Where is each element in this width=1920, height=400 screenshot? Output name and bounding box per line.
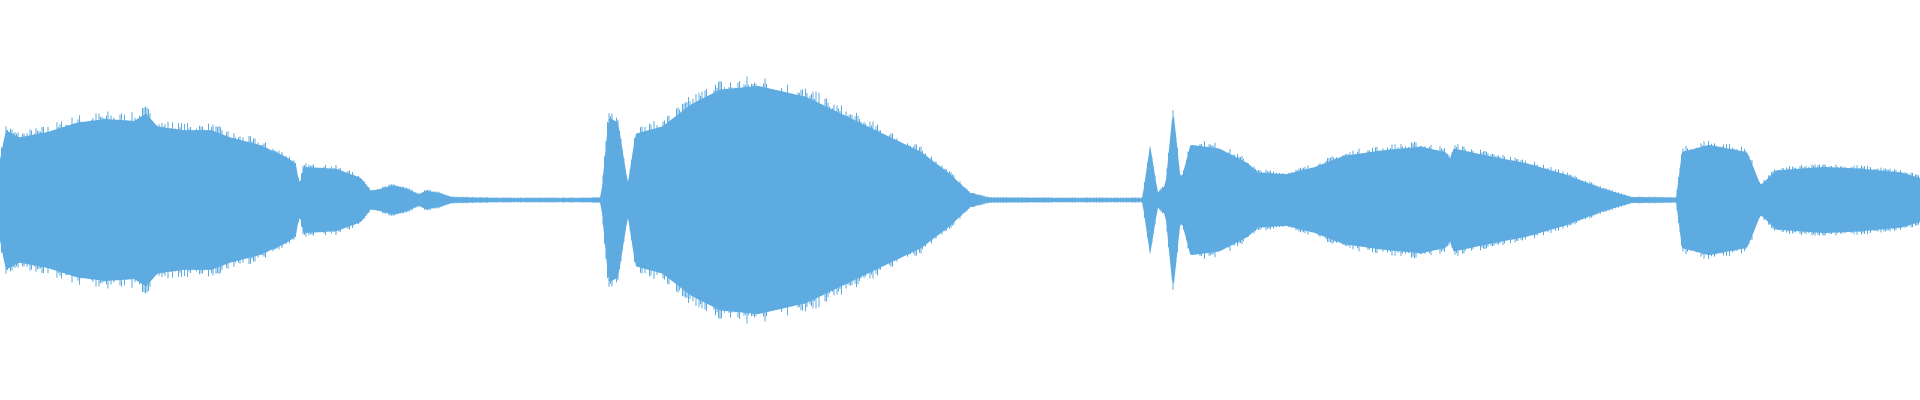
waveform-samples [0,76,1920,324]
